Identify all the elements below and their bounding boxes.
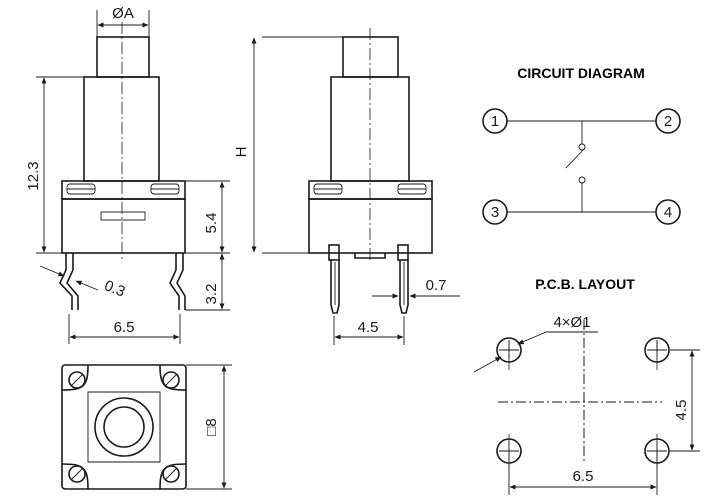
dimension-5-4: 5.4 [203,213,220,234]
front-housing [83,76,160,182]
pcb-hole [644,337,670,363]
pcb-layout-title: P.C.B. LAYOUT [535,276,635,292]
front-hub [100,211,146,221]
circuit-diagram: CIRCUIT DIAGRAM 1 2 3 4 [482,65,681,225]
dimension-0-3: 0.3 [102,277,128,301]
pcb-layout: P.C.B. LAYOUT 4×Ø1 4.5 6.5 [473,276,700,495]
side-pin-left [330,260,340,314]
front-lead-right [169,253,180,310]
dimension-0-7: 0.7 [426,277,447,294]
front-base [61,198,186,254]
pcb-hole [496,438,522,464]
pcb-hole [496,337,522,363]
svg-text:3: 3 [491,204,499,221]
top-corner-hole [162,465,180,483]
dimension-dia-a: ØA [112,5,134,22]
dimension-square-8: □8 [203,418,220,435]
top-plunger-outer [94,397,154,457]
svg-text:4: 4 [664,204,672,221]
pcb-hole-label: 4×Ø1 [553,314,590,331]
top-view: □8 [61,364,232,490]
pcb-dimension-4-5: 4.5 [673,400,690,421]
side-plunger [342,36,399,78]
side-base [308,198,433,254]
front-view: ØA 12.3 5.4 3.2 0.3 6.5 [25,5,230,344]
dimension-12-3: 12.3 [25,161,42,190]
side-view: H 0.7 4.5 [233,28,460,345]
pcb-hole [644,438,670,464]
front-lead-left [59,253,73,310]
top-corner-hole [68,371,86,389]
top-plunger-inner [103,406,145,448]
side-pin-right-collar [397,244,409,261]
front-plunger [96,36,150,78]
svg-text:1: 1 [491,113,499,130]
dimension-6-5-front: 6.5 [114,319,135,336]
side-pin-left-collar [328,244,340,261]
circuit-switch-blade [565,148,585,169]
top-corner-hole [68,465,86,483]
top-body [61,364,187,490]
pcb-dimension-6-5: 6.5 [573,468,594,485]
top-corner-hole [162,371,180,389]
dimension-3-2: 3.2 [203,284,220,305]
svg-text:2: 2 [664,113,672,130]
side-pin-right [399,260,409,314]
circuit-diagram-title: CIRCUIT DIAGRAM [517,65,645,81]
dimension-4-5-side: 4.5 [358,319,379,336]
dimension-h: H [233,147,250,158]
